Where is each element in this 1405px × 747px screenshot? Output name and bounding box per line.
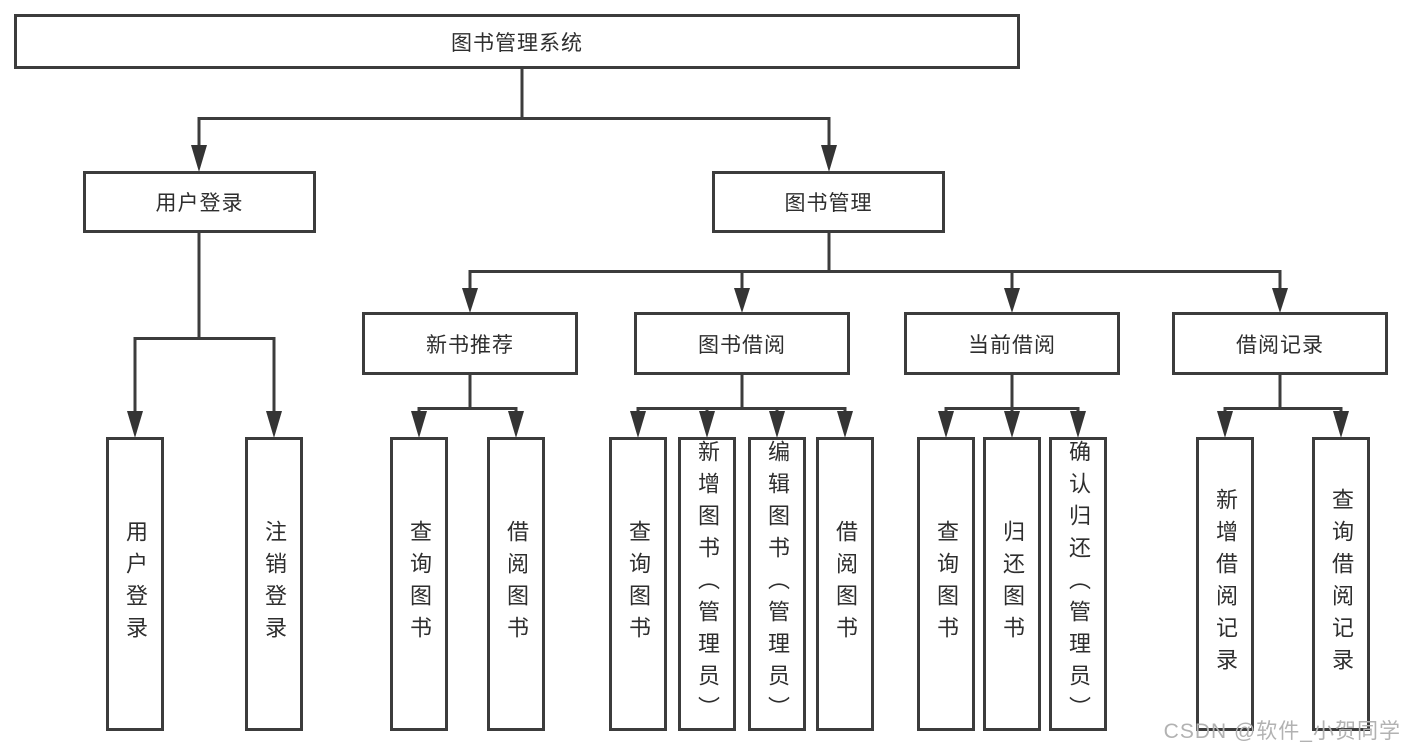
leaf-borrow-books-recommend: 借阅图书 (487, 437, 545, 731)
leaf-add-borrow-record: 新增借阅记录 (1196, 437, 1254, 731)
leaf-add-book-admin: 新增图书（管理员） (678, 437, 736, 731)
arrowheads (127, 145, 1349, 438)
leaf-query-books-current: 查询图书 (917, 437, 975, 731)
leaf-edit-book-admin: 编辑图书（管理员） (748, 437, 806, 731)
leaf-query-borrow-record: 查询借阅记录 (1312, 437, 1370, 731)
leaf-return-book: 归还图书 (983, 437, 1041, 731)
csdn-watermark: CSDN @软件_小贺同学 (1163, 720, 1401, 743)
node-book-management: 图书管理 (712, 171, 945, 233)
leaf-user-login: 用户登录 (106, 437, 164, 731)
node-book-borrowing: 图书借阅 (634, 312, 850, 375)
node-current-borrowing: 当前借阅 (904, 312, 1120, 375)
leaf-query-books-recommend: 查询图书 (390, 437, 448, 731)
node-borrowing-records: 借阅记录 (1172, 312, 1388, 375)
node-root: 图书管理系统 (14, 14, 1020, 69)
node-new-book-recommend: 新书推荐 (362, 312, 578, 375)
leaf-borrow-books: 借阅图书 (816, 437, 874, 731)
leaf-query-books-borrow: 查询图书 (609, 437, 667, 731)
leaf-confirm-return-admin: 确认归还（管理员） (1049, 437, 1107, 731)
node-user-login: 用户登录 (83, 171, 316, 233)
leaf-logout: 注销登录 (245, 437, 303, 731)
